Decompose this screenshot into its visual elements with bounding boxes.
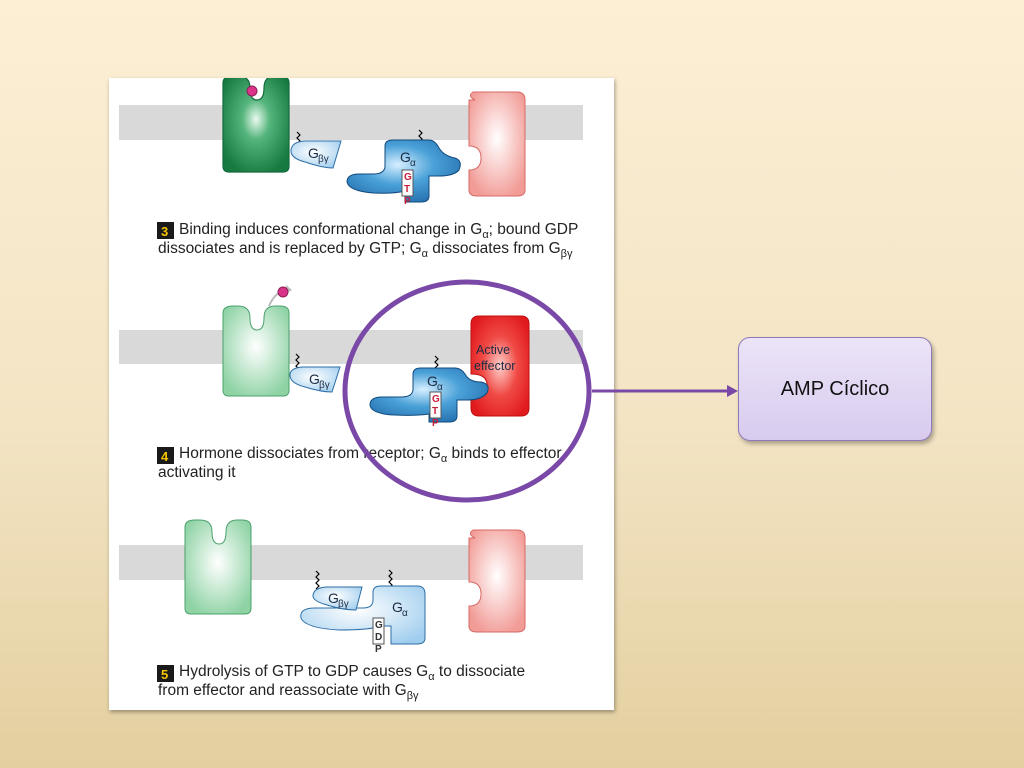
gtp-box — [401, 169, 414, 197]
effector-inactive — [468, 529, 526, 633]
nucleotide-letter: D — [375, 632, 382, 643]
alpha-sub: α — [402, 608, 408, 619]
callout-box: AMP Cíclico — [738, 337, 932, 441]
nucleotide-letter: G — [404, 172, 412, 183]
g-label: G — [309, 371, 320, 387]
effector-inactive — [468, 91, 526, 197]
zigzag-anchor — [315, 570, 320, 590]
betagamma-label: βγ — [318, 154, 329, 165]
step-number: 5 — [161, 667, 168, 682]
g-betagamma — [289, 366, 341, 393]
effector-label-1: Active — [476, 343, 510, 357]
nucleotide-letter: G — [432, 394, 440, 405]
step-caption-line1: Hydrolysis of GTP to GDP causes Gα to di… — [179, 663, 525, 683]
callout-arrow-head — [727, 385, 738, 397]
effector-label-2: effector — [474, 359, 515, 373]
betagamma-label: βγ — [338, 599, 349, 610]
step-caption-line1: Hormone dissociates from receptor; Gα bi… — [179, 445, 565, 465]
g-alpha-active — [369, 367, 489, 423]
step-caption-line2: from effector and reassociate with Gβγ — [158, 682, 419, 702]
nucleotide-letter: T — [404, 184, 410, 195]
nucleotide-letter: T — [432, 406, 438, 417]
g-alpha-label: G — [427, 373, 438, 389]
g-label: G — [328, 590, 339, 606]
callout-text: AMP Cíclico — [780, 377, 890, 400]
hormone-dot — [277, 286, 289, 298]
alpha-sub: α — [410, 158, 416, 169]
g-protein-cycle-figure: G βγ G α G T P 3 x Binding induces confo… — [109, 78, 614, 710]
step-caption-line2: activating it — [158, 464, 236, 481]
g-betagamma — [312, 586, 363, 611]
step-number-box — [157, 447, 174, 464]
step-number: 4 — [161, 449, 169, 464]
zigzag-anchor — [388, 569, 393, 589]
nucleotide-letter: P — [404, 196, 411, 207]
step-caption-line2: dissociates and is replaced by GTP; Gα d… — [158, 240, 573, 260]
highlight-circle — [342, 279, 592, 503]
step-number: 3 — [161, 224, 168, 239]
g-alpha-label: G — [392, 599, 403, 615]
receptor-bound — [222, 78, 290, 173]
hormone-dot — [246, 85, 258, 97]
step-number-box — [157, 222, 174, 239]
nucleotide-letter: G — [375, 620, 383, 631]
g-betagamma — [290, 140, 342, 169]
nucleotide-letter: P — [432, 418, 439, 429]
betagamma-label: βγ — [319, 380, 330, 391]
gdp-box — [372, 617, 385, 645]
receptor-free — [184, 519, 252, 615]
gtp-box — [429, 391, 442, 419]
receptor-free — [222, 305, 290, 397]
figure-svg: G βγ G α G T P 3 x Binding induces confo… — [119, 78, 583, 702]
nucleotide-letter: P — [375, 644, 382, 655]
g-label: G — [308, 145, 319, 161]
step-number-box — [157, 665, 174, 682]
alpha-sub: α — [437, 382, 443, 393]
step-caption-line1: Binding induces conformational change in… — [179, 221, 578, 241]
g-alpha-label: G — [400, 149, 411, 165]
